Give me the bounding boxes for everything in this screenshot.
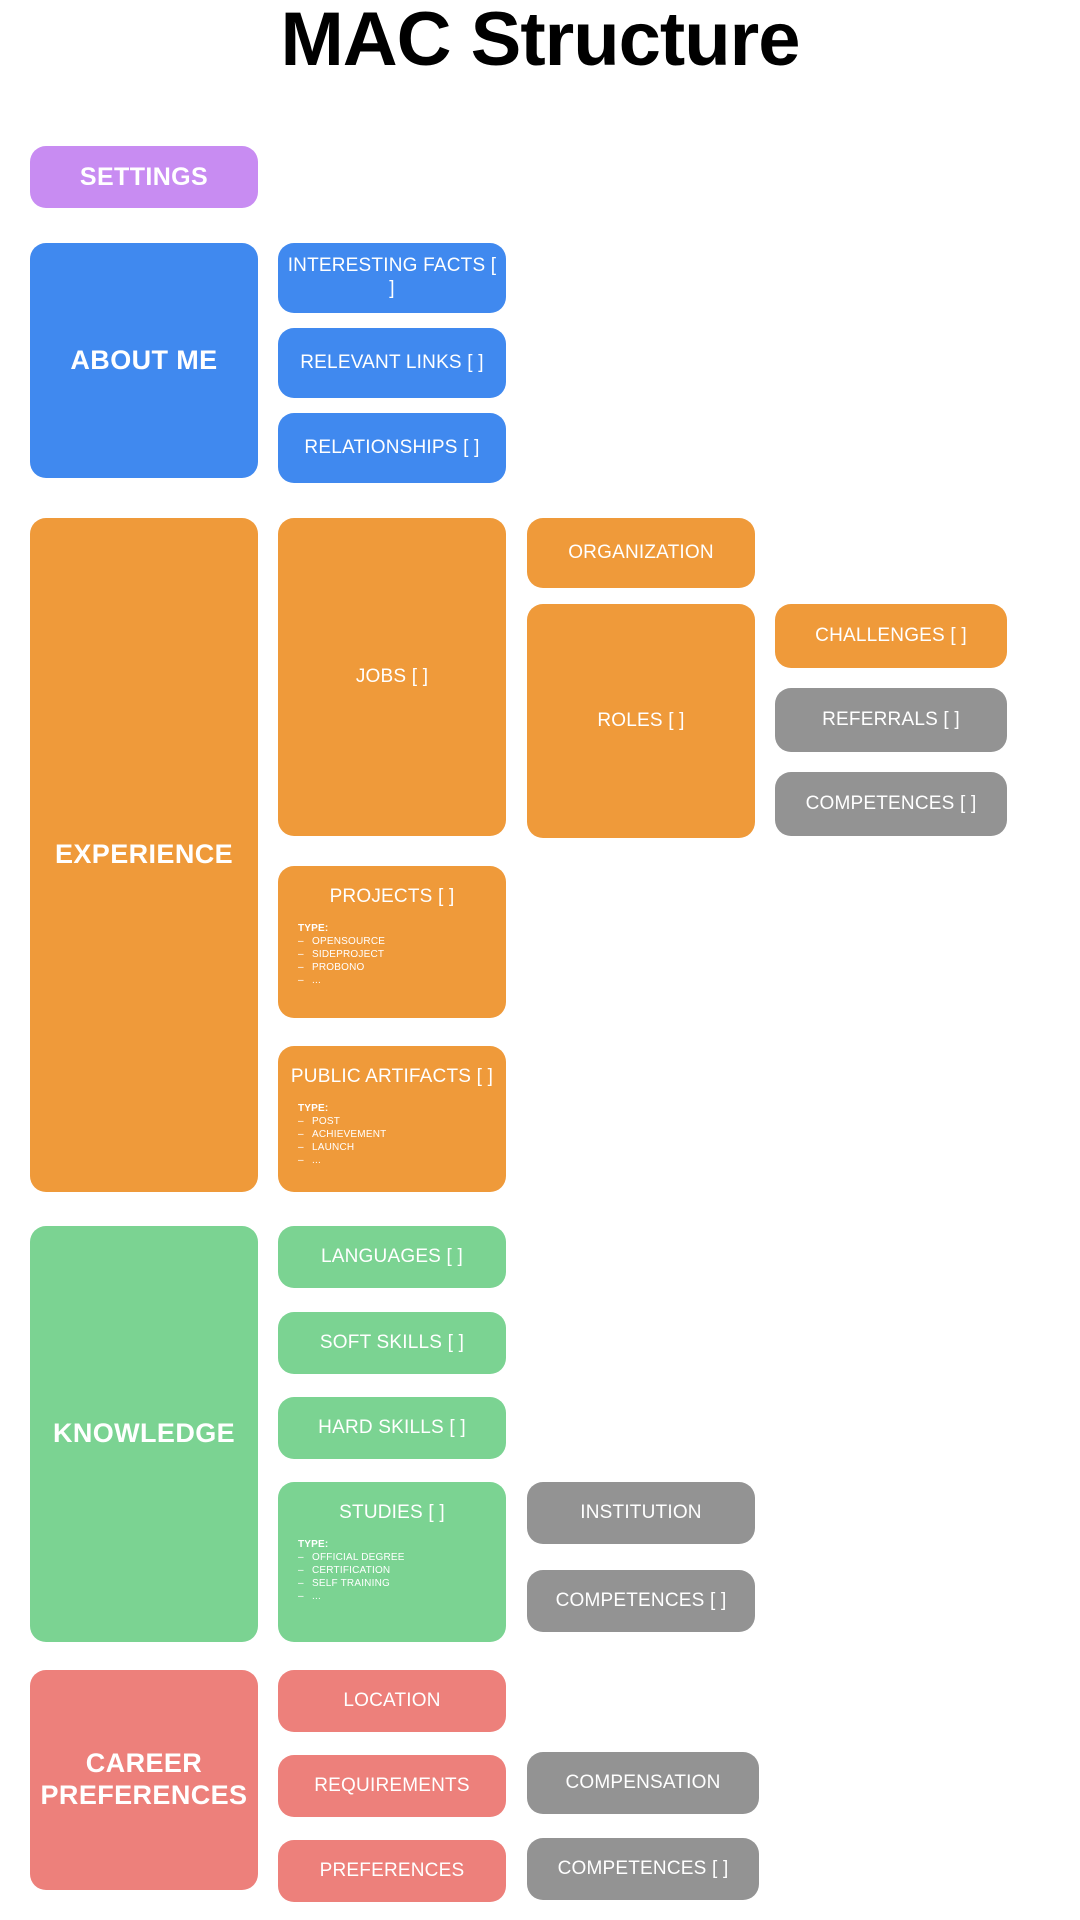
studies-type-item: –SELF TRAINING: [298, 1578, 390, 1589]
node-studies[interactable]: STUDIES [ ] TYPE: –OFFICIAL DEGREE –CERT…: [278, 1482, 506, 1642]
node-relevant-links-label: RELEVANT LINKS [ ]: [300, 351, 484, 373]
node-location[interactable]: LOCATION: [278, 1670, 506, 1732]
node-public-artifacts-label: PUBLIC ARTIFACTS [ ]: [290, 1066, 494, 1087]
public-artifacts-type-item: –ACHIEVEMENT: [298, 1129, 387, 1140]
studies-type-list: TYPE: –OFFICIAL DEGREE –CERTIFICATION –S…: [298, 1538, 506, 1603]
projects-type-item: –SIDEPROJECT: [298, 949, 385, 960]
node-languages[interactable]: LANGUAGES [ ]: [278, 1226, 506, 1288]
node-hard-skills[interactable]: HARD SKILLS [ ]: [278, 1397, 506, 1459]
public-artifacts-type-heading: TYPE:: [298, 1103, 329, 1114]
node-roles-label: ROLES [ ]: [597, 709, 685, 731]
node-projects-label: PROJECTS [ ]: [329, 886, 455, 907]
studies-type-heading: TYPE:: [298, 1539, 329, 1550]
node-challenges[interactable]: CHALLENGES [ ]: [775, 604, 1007, 668]
node-knowledge[interactable]: KNOWLEDGE: [30, 1226, 258, 1642]
node-compensation[interactable]: COMPENSATION: [527, 1752, 759, 1814]
node-settings-label: SETTINGS: [79, 162, 209, 191]
node-experience-label: EXPERIENCE: [54, 839, 234, 870]
node-experience-competences-label: COMPETENCES [ ]: [805, 792, 977, 814]
node-career-preferences-label: CAREER PREFERENCES: [40, 1748, 248, 1810]
studies-type-item: –...: [298, 1591, 321, 1602]
node-jobs-label: JOBS [ ]: [355, 665, 429, 687]
node-hard-skills-label: HARD SKILLS [ ]: [318, 1416, 466, 1438]
node-public-artifacts[interactable]: PUBLIC ARTIFACTS [ ] TYPE: –POST –ACHIEV…: [278, 1046, 506, 1192]
node-institution[interactable]: INSTITUTION: [527, 1482, 755, 1544]
public-artifacts-type-item: –...: [298, 1155, 321, 1166]
node-knowledge-competences[interactable]: COMPETENCES [ ]: [527, 1570, 755, 1632]
node-referrals-label: REFERRALS [ ]: [822, 708, 960, 730]
node-relationships-label: RELATIONSHIPS [ ]: [304, 436, 480, 458]
projects-type-item: –OPENSOURCE: [298, 936, 386, 947]
node-career-competences[interactable]: COMPETENCES [ ]: [527, 1838, 759, 1900]
node-preferences-label: PREFERENCES: [319, 1859, 465, 1881]
node-requirements-label: REQUIREMENTS: [314, 1774, 470, 1796]
node-requirements[interactable]: REQUIREMENTS: [278, 1755, 506, 1817]
node-about-me[interactable]: ABOUT ME: [30, 243, 258, 478]
node-knowledge-label: KNOWLEDGE: [52, 1418, 236, 1449]
public-artifacts-type-item: –LAUNCH: [298, 1142, 355, 1153]
public-artifacts-type-item: –POST: [298, 1116, 341, 1127]
projects-type-item: –...: [298, 975, 321, 986]
node-studies-label: STUDIES [ ]: [339, 1502, 445, 1523]
node-soft-skills[interactable]: SOFT SKILLS [ ]: [278, 1312, 506, 1374]
node-languages-label: LANGUAGES [ ]: [321, 1245, 463, 1267]
node-knowledge-competences-label: COMPETENCES [ ]: [555, 1589, 727, 1611]
node-organization-label: ORGANIZATION: [568, 541, 714, 563]
node-career-competences-label: COMPETENCES [ ]: [557, 1857, 729, 1879]
public-artifacts-type-list: TYPE: –POST –ACHIEVEMENT –LAUNCH –...: [298, 1102, 506, 1167]
node-settings[interactable]: SETTINGS: [30, 146, 258, 208]
node-compensation-label: COMPENSATION: [565, 1771, 721, 1793]
node-challenges-label: CHALLENGES [ ]: [815, 624, 967, 646]
node-experience-competences[interactable]: COMPETENCES [ ]: [775, 772, 1007, 836]
node-referrals[interactable]: REFERRALS [ ]: [775, 688, 1007, 752]
projects-type-item: –PROBONO: [298, 962, 365, 973]
node-soft-skills-label: SOFT SKILLS [ ]: [319, 1331, 465, 1353]
studies-type-item: –OFFICIAL DEGREE: [298, 1552, 405, 1563]
node-interesting-facts-label: INTERESTING FACTS [ ]: [287, 255, 497, 299]
node-relationships[interactable]: RELATIONSHIPS [ ]: [278, 413, 506, 483]
node-roles[interactable]: ROLES [ ]: [527, 604, 755, 838]
projects-type-heading: TYPE:: [298, 923, 329, 934]
projects-type-list: TYPE: –OPENSOURCE –SIDEPROJECT –PROBONO …: [298, 922, 506, 987]
node-preferences[interactable]: PREFERENCES: [278, 1840, 506, 1902]
page-title: MAC Structure: [280, 0, 800, 82]
node-location-label: LOCATION: [343, 1689, 441, 1711]
node-projects[interactable]: PROJECTS [ ] TYPE: –OPENSOURCE –SIDEPROJ…: [278, 866, 506, 1018]
node-organization[interactable]: ORGANIZATION: [527, 518, 755, 588]
node-career-preferences[interactable]: CAREER PREFERENCES: [30, 1670, 258, 1890]
node-jobs[interactable]: JOBS [ ]: [278, 518, 506, 836]
node-about-me-label: ABOUT ME: [70, 344, 218, 375]
node-interesting-facts[interactable]: INTERESTING FACTS [ ]: [278, 243, 506, 313]
node-relevant-links[interactable]: RELEVANT LINKS [ ]: [278, 328, 506, 398]
node-experience[interactable]: EXPERIENCE: [30, 518, 258, 1192]
node-institution-label: INSTITUTION: [580, 1501, 702, 1523]
studies-type-item: –CERTIFICATION: [298, 1565, 391, 1576]
